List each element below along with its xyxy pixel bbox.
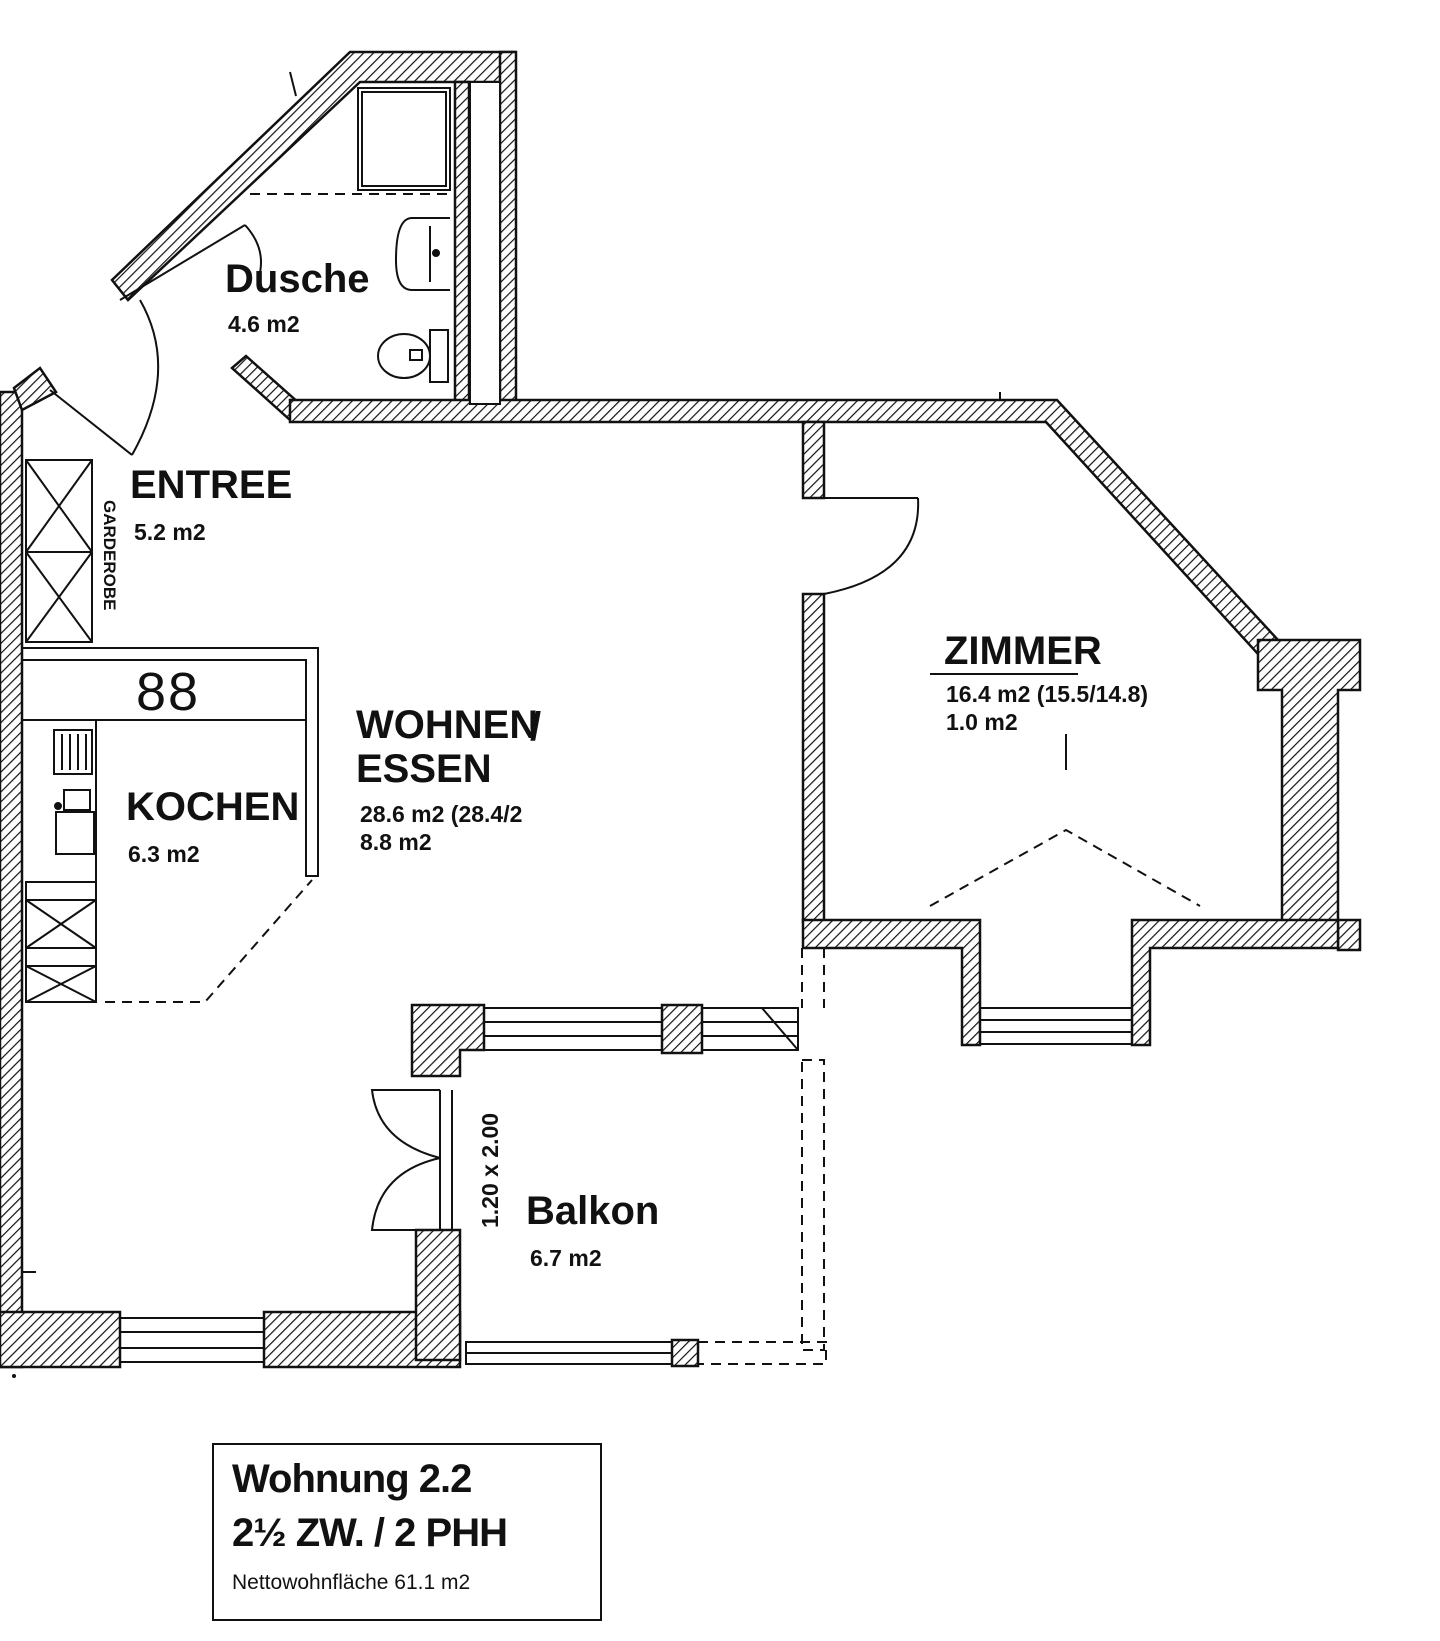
room-name-essen: ESSEN — [356, 747, 492, 791]
entry-door-leaf — [119, 224, 246, 301]
room-area-balkon: 6.7 m2 — [530, 1245, 602, 1271]
wall-north — [288, 398, 1280, 656]
cooktop-symbol: 88 — [136, 662, 200, 722]
wall-balcony-left-lower — [414, 1228, 462, 1362]
shower-shaft-inner — [469, 81, 501, 405]
wall-partition-top — [801, 420, 826, 500]
room-name-garderobe: GARDEROBE — [100, 500, 119, 611]
room-name-balkon: Balkon — [526, 1189, 659, 1233]
room-area-wohnen-2: 8.8 m2 — [360, 829, 432, 855]
window-corner — [701, 1007, 799, 1051]
dashed-lines — [105, 193, 1201, 1365]
wall-shower-right — [498, 50, 518, 406]
kitchen-counter — [22, 647, 319, 1003]
windows — [119, 1007, 1133, 1365]
balcony-door-swing-top — [370, 1089, 441, 1159]
room-area-kochen: 6.3 m2 — [128, 841, 200, 867]
toilet — [377, 329, 449, 383]
shower-door-swing — [244, 224, 262, 281]
wall-shower-inner — [453, 80, 471, 406]
window-balcony-top — [483, 1007, 663, 1051]
room-name-wohnen-slash: / — [530, 705, 541, 749]
wall-zimmer-bay-right — [1130, 918, 1340, 1047]
room-area-zimmer: 16.4 m2 (15.5/14.8) — [946, 681, 1148, 707]
room-area-wohnen: 28.6 m2 (28.4/2 — [360, 801, 522, 827]
shower-tray — [357, 87, 451, 191]
room-name-kochen: KOCHEN — [126, 785, 299, 829]
entry-door-swing — [131, 299, 160, 456]
apartment-info-box: Wohnung 2.2 2½ ZW. / 2 PHH Nettowohnfläc… — [212, 1443, 602, 1621]
window-bay — [979, 1007, 1133, 1045]
wall-window-pier — [660, 1003, 704, 1055]
wall-zimmer-south — [801, 918, 982, 1047]
apartment-title: Wohnung 2.2 — [232, 1457, 472, 1501]
window-south — [119, 1317, 265, 1363]
room-area-dusche: 4.6 m2 — [228, 311, 300, 337]
wall-west-corner — [12, 366, 58, 412]
balcony-door-swing-bottom — [370, 1157, 441, 1231]
room-name-zimmer: ZIMMER — [944, 629, 1102, 673]
apartment-type: 2½ ZW. / 2 PHH — [232, 1511, 508, 1555]
room-name-wohnen: WOHNEN — [356, 703, 538, 747]
washbasin — [394, 217, 450, 291]
doors — [49, 224, 920, 1231]
garderobe-cabinet — [25, 459, 93, 643]
balkon-door-size: 1.20 x 2.00 — [477, 1113, 503, 1228]
room-name-entree: ENTREE — [130, 463, 292, 507]
room-area-entree: 5.2 m2 — [134, 519, 206, 545]
room-name-dusche: Dusche — [225, 257, 370, 301]
zimmer-door-swing — [823, 497, 920, 595]
room-area-zimmer-2: 1.0 m2 — [946, 709, 1018, 735]
wall-zimmer-east — [1256, 638, 1362, 947]
net-living-area: Nettowohnfläche 61.1 m2 — [232, 1571, 471, 1594]
wall-balcony-corner-block — [410, 1003, 486, 1078]
wall-south-left — [0, 1310, 122, 1369]
wall-balcony-south-pier — [670, 1338, 700, 1368]
wall-east-stub — [1336, 918, 1362, 952]
wall-west — [0, 390, 24, 1369]
wall-partition-lower — [801, 592, 826, 924]
